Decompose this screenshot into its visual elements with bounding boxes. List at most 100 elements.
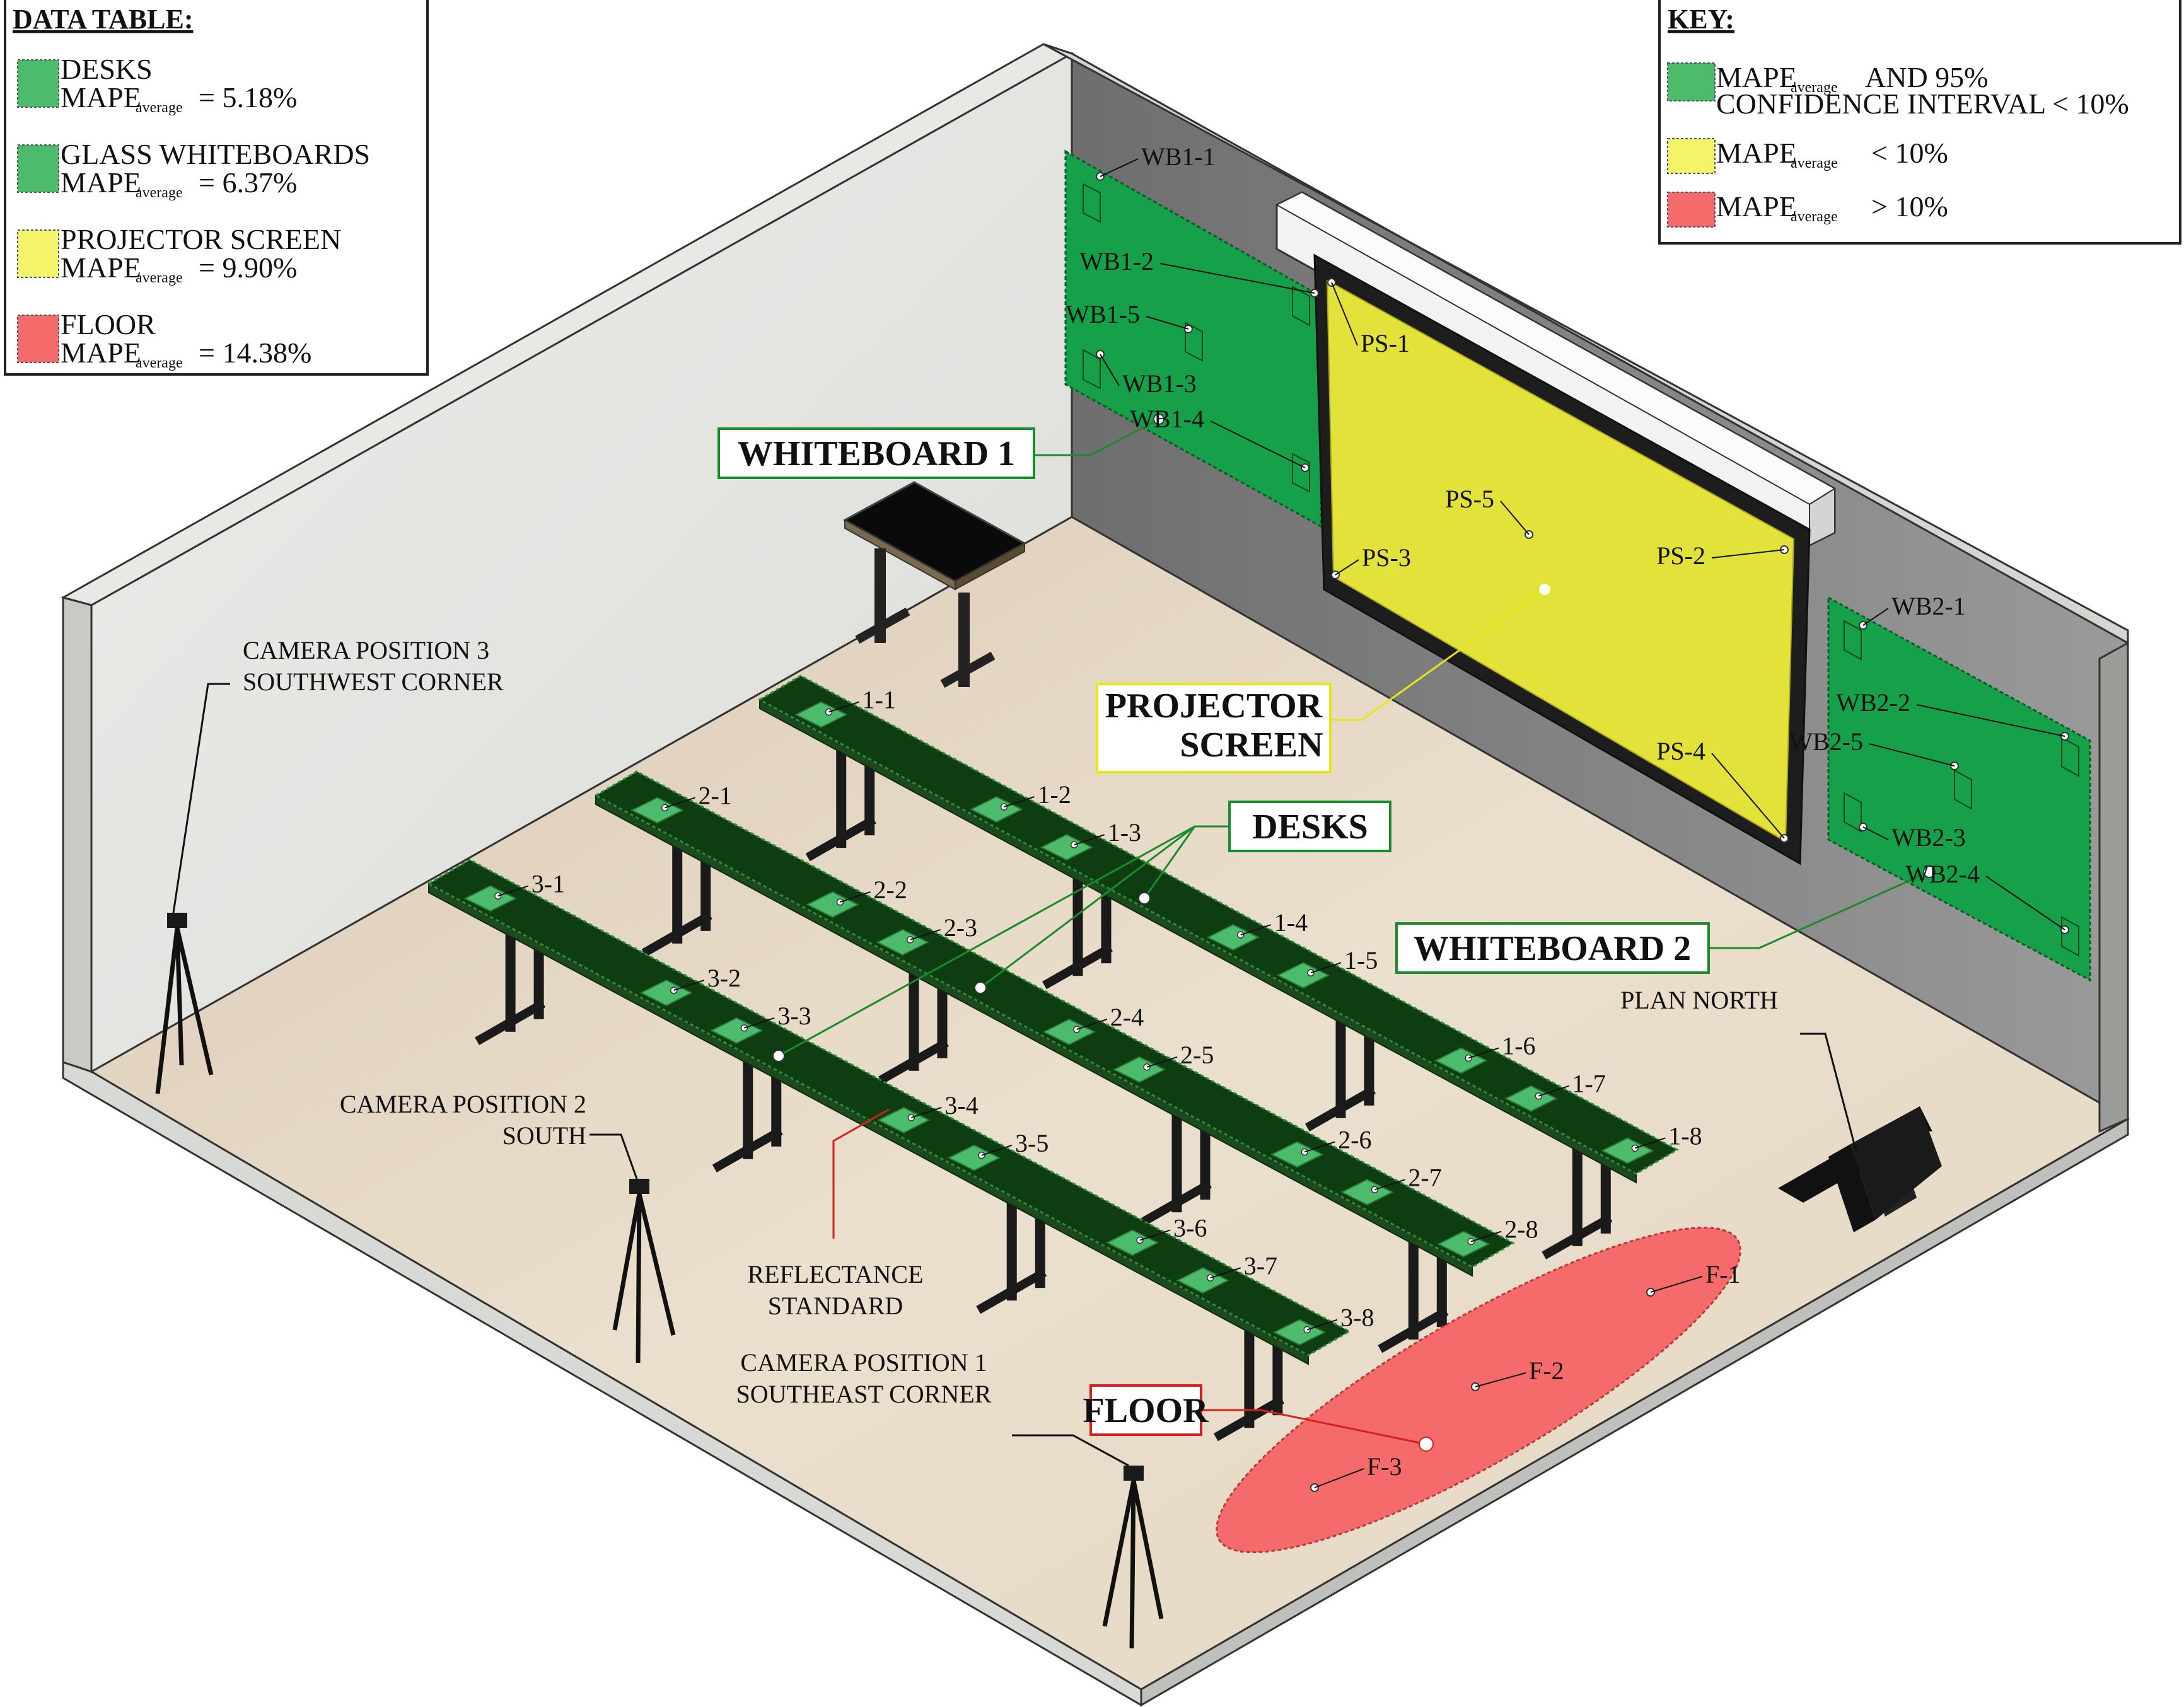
callout-projector-label-2: SCREEN	[1180, 726, 1323, 765]
camera-1-label-2: SOUTHEAST CORNER	[736, 1380, 992, 1408]
desk-foot	[1213, 1396, 1284, 1442]
standing-desk-edge-right	[955, 542, 1025, 591]
whiteboard-1-leader	[1034, 418, 1159, 456]
wb1-3-sample	[1083, 349, 1101, 390]
desk-foot	[1141, 1180, 1212, 1226]
label-leader	[910, 929, 941, 940]
whiteboard-2-leader	[1709, 871, 1930, 949]
label-leader	[1475, 1372, 1526, 1387]
point-label-WB2-2: WB2-2	[1836, 688, 1910, 717]
desk-leg	[1244, 1327, 1255, 1428]
data-table-row-metric: MAPE	[61, 81, 141, 113]
desk-leg	[1072, 875, 1083, 976]
tripod-leg	[612, 1193, 642, 1331]
back-wall-right-cap	[2098, 641, 2129, 1133]
point-label-WB2-1: WB2-1	[1891, 592, 1966, 620]
point-label-1-7: 1-7	[1572, 1070, 1605, 1098]
callout-whiteboard-1-label: WHITEBOARD 1	[738, 434, 1015, 473]
desk-sample-patch	[1504, 1085, 1558, 1112]
point-label-2-4: 2-4	[1110, 1003, 1144, 1031]
label-leader	[1139, 1229, 1171, 1241]
point-label-PS-1: PS-1	[1361, 329, 1410, 357]
back-wall-top-cap	[1043, 43, 2129, 645]
wb2-2-sample	[2061, 736, 2079, 777]
label-leader	[1074, 834, 1105, 846]
camera-3-label-2: SOUTHWEST CORNER	[243, 668, 504, 696]
callout-whiteboard-2-label: WHITEBOARD 2	[1414, 929, 1691, 968]
data-table-row-metric: MAPE	[61, 252, 141, 284]
desk-leg	[836, 747, 847, 848]
floor-zone	[1216, 1226, 1741, 1554]
wb1-1-sample	[1083, 183, 1101, 223]
label-leader	[1538, 1085, 1569, 1097]
key-row-metric: MAPE	[1716, 61, 1797, 93]
key-row-text: > 10%	[1871, 190, 1948, 223]
point-label-PS-3: PS-3	[1362, 543, 1411, 572]
key-row-metric-sub: average	[1791, 155, 1838, 171]
camera-2-label-2: SOUTH	[502, 1121, 586, 1150]
point-label-3-6: 3-6	[1173, 1213, 1207, 1242]
label-leader	[1159, 263, 1315, 294]
desk-rows	[426, 674, 1680, 1442]
floor-leader	[1201, 1409, 1427, 1445]
desk-sample-patch	[630, 797, 684, 824]
desk-sample-patch	[1042, 1018, 1096, 1046]
point-label-PS-2: PS-2	[1656, 541, 1705, 570]
camera-1-body	[1124, 1466, 1144, 1481]
label-leader	[911, 1107, 942, 1118]
point-label-1-1: 1-1	[863, 686, 896, 714]
projector-leader	[1330, 588, 1545, 721]
point-label-PS-5: PS-5	[1445, 485, 1494, 513]
label-leader	[981, 1144, 1013, 1156]
whiteboard-2-panel	[1827, 596, 2091, 982]
camera-3	[155, 913, 214, 1094]
standing-desk	[842, 481, 1027, 688]
point-label-WB2-4: WB2-4	[1905, 860, 1980, 888]
camera-3-label-1: CAMERA POSITION 3	[243, 636, 489, 664]
key-row-text: < 10%	[1871, 137, 1948, 169]
standing-desk-foot	[855, 607, 910, 644]
wb2-4-sample	[2061, 916, 2079, 957]
key-row-metric-sub: average	[1791, 79, 1838, 96]
wb2-5-sample	[1954, 769, 1972, 810]
label-leader	[1711, 753, 1785, 839]
key-row-metric: MAPE	[1716, 190, 1797, 223]
desk-sample-patch	[794, 701, 848, 728]
reflectance-leader	[832, 1108, 890, 1239]
desk-sample-patch	[947, 1144, 1001, 1171]
label-leader	[1331, 282, 1358, 346]
camera-2-body	[629, 1179, 649, 1194]
key-row-text-2: CONFIDENCE INTERVAL < 10%	[1716, 88, 2129, 120]
camera-2-label-1: CAMERA POSITION 2	[340, 1090, 586, 1118]
desk-sample-patch	[1270, 1141, 1324, 1168]
desk-foot	[805, 816, 876, 862]
label-leader	[1314, 1468, 1364, 1488]
point-label-1-8: 1-8	[1668, 1121, 1702, 1150]
desk-leg	[672, 842, 683, 944]
legend-swatch	[17, 59, 59, 108]
label-leader	[1985, 876, 2065, 930]
label-leader	[840, 891, 871, 903]
label-leader	[1916, 704, 2065, 737]
point-label-F-1: F-1	[1705, 1260, 1741, 1288]
label-leader	[1869, 743, 1955, 767]
tripod-leg	[175, 927, 214, 1075]
label-leader	[1650, 1276, 1703, 1293]
point-label-2-3: 2-3	[944, 913, 977, 942]
cam3-leader	[172, 683, 230, 913]
desk-leg	[1572, 1145, 1583, 1246]
desk-sample-patch	[1434, 1047, 1488, 1074]
label-leader	[1711, 549, 1785, 558]
desk-sample-patch	[1437, 1230, 1490, 1258]
floor-measurement-ellipse	[1216, 1226, 1741, 1554]
point-label-2-5: 2-5	[1180, 1041, 1214, 1069]
legend-swatch	[1667, 138, 1716, 174]
tripod-leg	[637, 1193, 676, 1336]
